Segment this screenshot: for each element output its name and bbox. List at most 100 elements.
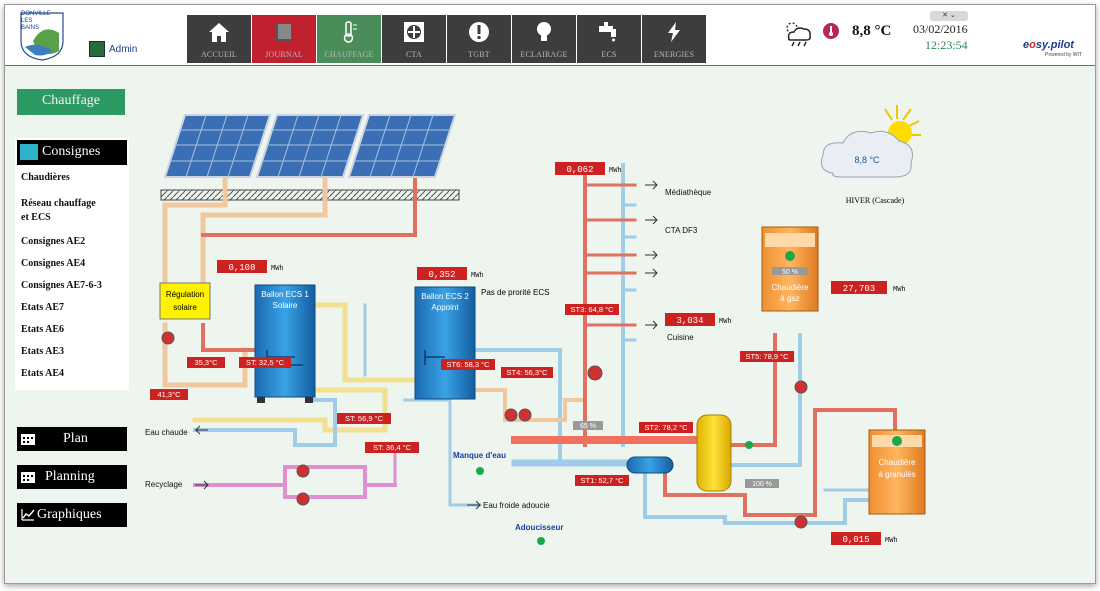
pumps	[161, 331, 808, 529]
menu-item-etats-ae7[interactable]: Etats AE7	[21, 302, 65, 313]
nav-chauffage[interactable]: CHAUFFAGE	[317, 15, 381, 63]
buffer-indicator	[745, 441, 753, 449]
nav-energies[interactable]: ENERGIES	[642, 15, 706, 63]
regulation-label: Régulation	[166, 290, 204, 299]
ballon-ecs-2[interactable]: Ballon ECS 2 Appoint	[414, 286, 476, 400]
cta-label: CTA DF3	[665, 226, 698, 235]
sensor-st-32: ST: 32,5 °C	[239, 357, 291, 368]
thermometer-icon	[343, 21, 357, 43]
user-menu[interactable]: Admin	[89, 41, 137, 57]
gaz-percent: 50 %	[782, 269, 798, 276]
svg-text:MWh: MWh	[271, 265, 284, 273]
solar-panels	[160, 114, 460, 201]
ballon2-label: Ballon ECS 2	[421, 292, 469, 301]
nav-eclairage[interactable]: ECLAIRAGE	[512, 15, 576, 63]
town-logo: DONVILLE LES BAINS	[19, 11, 67, 61]
sensor-st5: ST5: 78,9 °C	[740, 351, 794, 362]
ballon1-label: Solaire	[273, 301, 298, 310]
menu-item-reseau[interactable]: Réseau chauffage	[21, 198, 96, 209]
menu-item-reseau-ecs[interactable]: et ECS	[21, 212, 51, 223]
menu-item-consignes-ae7[interactable]: Consignes AE7-6-3	[21, 280, 102, 291]
sensor-st-56: ST: 56,9 °C	[337, 413, 391, 424]
ballon-ecs-1[interactable]: Ballon ECS 1 Solaire	[254, 284, 316, 403]
svg-text:ST1: 52,7 °C: ST1: 52,7 °C	[580, 476, 624, 485]
manque-eau-indicator	[476, 467, 484, 475]
nav-label: CTA	[406, 50, 422, 59]
nav-journal[interactable]: JOURNAL	[252, 15, 316, 63]
alert-icon	[469, 22, 489, 42]
ecs-priority-label: Pas de prorité ECS	[481, 288, 549, 297]
cloud-temperature: 8,8 °C	[854, 155, 880, 165]
chaudiere-granules[interactable]: Chaudière à granulés	[868, 429, 926, 515]
regulation-label: solaire	[173, 303, 197, 312]
solar-panel	[347, 114, 457, 178]
graphiques-button[interactable]: Graphiques	[17, 503, 127, 527]
menu-item-consignes-ae4[interactable]: Consignes AE4	[21, 258, 86, 269]
consignes-title: Consignes	[42, 144, 101, 159]
nav-ecs[interactable]: ECS	[577, 15, 641, 63]
settings-panel-icon	[20, 144, 38, 160]
counter-chaudiere-gaz: 27,703 MWh	[831, 281, 906, 294]
svg-text:MWh: MWh	[609, 167, 622, 175]
granules-label: Chaudière	[879, 458, 916, 467]
mediatheque-label: Médiathèque	[665, 188, 712, 197]
sensor-35: 35,3°C	[187, 357, 225, 368]
menu-item-etats-ae6[interactable]: Etats AE6	[21, 324, 65, 335]
svg-text:ST: 56,9 °C: ST: 56,9 °C	[345, 414, 384, 423]
svg-text:41,3°C: 41,3°C	[157, 390, 181, 399]
faucet-icon	[599, 22, 616, 42]
sensor-41: 41,3°C	[150, 389, 188, 400]
menu-item-etats-ae4[interactable]: Etats AE4	[21, 368, 65, 379]
planning-label: Planning	[45, 469, 95, 484]
heating-diagram: Régulation solaire Ballon ECS 1 Solaire …	[145, 105, 926, 545]
nav-tgbt[interactable]: TGBT	[447, 15, 511, 63]
svg-text:65 %: 65 %	[580, 423, 596, 430]
sensor-st4: ST4: 56,3°C	[501, 367, 553, 378]
valve-mid: 65 %	[573, 421, 603, 430]
svg-text:MWh: MWh	[885, 537, 898, 545]
granules-label: à granulés	[878, 470, 915, 479]
planning-button[interactable]: Planning	[17, 465, 127, 489]
svg-text:ST: 32,5 °C: ST: 32,5 °C	[246, 358, 285, 367]
menu-item-consignes-ae2[interactable]: Consignes AE2	[21, 236, 86, 247]
section-chauffage-button[interactable]: Chauffage	[17, 89, 125, 115]
eau-chaude-label: Eau chaude	[145, 428, 188, 437]
svg-text:27,703: 27,703	[843, 284, 875, 294]
weather-rain-icon	[786, 22, 811, 47]
consignes-panel	[15, 138, 129, 390]
hydraulic-separator	[626, 456, 674, 474]
logo-line: LES	[21, 18, 33, 24]
sensor-st6: ST6: 58,3 °C	[441, 359, 495, 370]
ballon1-label: Ballon ECS 1	[261, 290, 309, 299]
plan-button[interactable]: Plan	[17, 427, 127, 451]
nav-cta[interactable]: CTA	[382, 15, 446, 63]
menu-item-etats-ae3[interactable]: Etats AE3	[21, 346, 65, 357]
window-controls[interactable]: ✕ ⌄	[930, 11, 968, 21]
regulation-solaire[interactable]: Régulation solaire	[159, 282, 211, 320]
fan-icon	[404, 22, 424, 42]
book-icon	[276, 23, 292, 42]
svg-text:ST: 36,4 °C: ST: 36,4 °C	[373, 443, 412, 452]
consignes-header[interactable]: Consignes	[17, 140, 127, 165]
svg-text:MWh: MWh	[893, 286, 906, 294]
current-time: 12:23:54	[925, 38, 968, 52]
svg-text:100 %: 100 %	[752, 481, 772, 488]
menu-item-chaudieres[interactable]: Chaudières	[21, 172, 70, 183]
nav-label: TGBT	[468, 50, 490, 59]
svg-text:MWh: MWh	[719, 318, 732, 326]
user-label: Admin	[109, 43, 138, 55]
home-icon	[209, 23, 229, 42]
solar-panel	[163, 114, 272, 178]
logo-line: BAINS	[21, 25, 40, 31]
chaudiere-gaz[interactable]: 50 % Chaudière à gaz	[761, 226, 819, 312]
nav-accueil[interactable]: ACCUEIL	[187, 15, 251, 63]
top-bar: DONVILLE LES BAINS Admin ACCUEIL JOURNAL…	[5, 5, 1095, 66]
svg-text:MWh: MWh	[471, 272, 484, 280]
svg-text:ST6: 58,3 °C: ST6: 58,3 °C	[446, 360, 490, 369]
nav-label: ENERGIES	[653, 50, 695, 59]
plan-label: Plan	[63, 431, 88, 446]
